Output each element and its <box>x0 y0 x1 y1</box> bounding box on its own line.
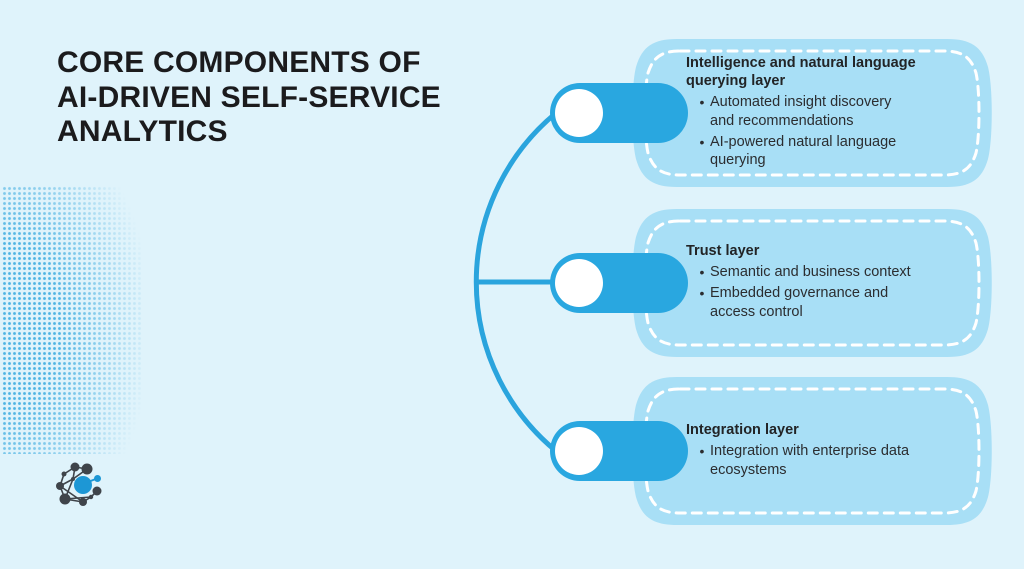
bullet-item: • Automated insight discovery and recomm… <box>694 93 964 131</box>
bullet-text: AI-powered natural language querying <box>710 133 897 169</box>
card-trust-layer: Trust layer • Semantic and business cont… <box>630 207 994 359</box>
bullet-text: Integration with enterprise data ecosyst… <box>710 442 910 478</box>
toggle-switch-icon <box>550 421 688 481</box>
page-title: CORE COMPONENTS OF AI-DRIVEN SELF-SERVIC… <box>57 46 441 148</box>
card-content: Integration layer • Integration with ent… <box>686 375 964 527</box>
card-intelligence-layer: Intelligence and natural language queryi… <box>630 37 994 189</box>
bullet-dot-icon: • <box>699 133 705 150</box>
card-title: Integration layer <box>686 421 799 438</box>
bullet-item: • Embedded governance and access control <box>694 284 964 322</box>
card-title: Intelligence and natural language queryi… <box>686 54 916 89</box>
bullet-item: • AI-powered natural language querying <box>694 133 964 171</box>
bullet-dot-icon: • <box>699 93 705 110</box>
bullet-dot-icon: • <box>699 285 705 302</box>
bullet-list: • Integration with enterprise data ecosy… <box>686 442 964 482</box>
toggle-switch-icon <box>550 253 688 313</box>
card-shape-icon <box>632 39 992 187</box>
card-integration-layer: Integration layer • Integration with ent… <box>630 375 994 527</box>
bullet-text: Automated insight discovery and recommen… <box>710 93 892 129</box>
halftone-dot-pattern-icon <box>2 186 142 454</box>
bullet-dot-icon: • <box>699 442 705 459</box>
bullet-text: Semantic and business context <box>710 264 911 281</box>
bullet-text: Embedded governance and access control <box>710 285 889 320</box>
card-title: Trust layer <box>686 243 760 260</box>
toggle-switch-icon <box>550 83 688 143</box>
card-content: Trust layer • Semantic and business cont… <box>686 207 964 359</box>
bullet-dot-icon: • <box>699 264 705 281</box>
bullet-item: • Semantic and business context <box>694 263 964 282</box>
bullet-list: • Automated insight discovery and recomm… <box>686 93 964 172</box>
toggle-knob-icon <box>555 89 603 137</box>
bullet-list: • Semantic and business context • Embedd… <box>686 263 964 324</box>
bullet-item: • Integration with enterprise data ecosy… <box>694 442 964 480</box>
network-graph-logo-icon <box>56 462 102 506</box>
card-shape-icon <box>632 377 992 525</box>
card-content: Intelligence and natural language queryi… <box>686 37 964 189</box>
card-shape-icon <box>632 209 992 357</box>
toggle-knob-icon <box>555 427 603 475</box>
toggle-knob-icon <box>555 259 603 307</box>
